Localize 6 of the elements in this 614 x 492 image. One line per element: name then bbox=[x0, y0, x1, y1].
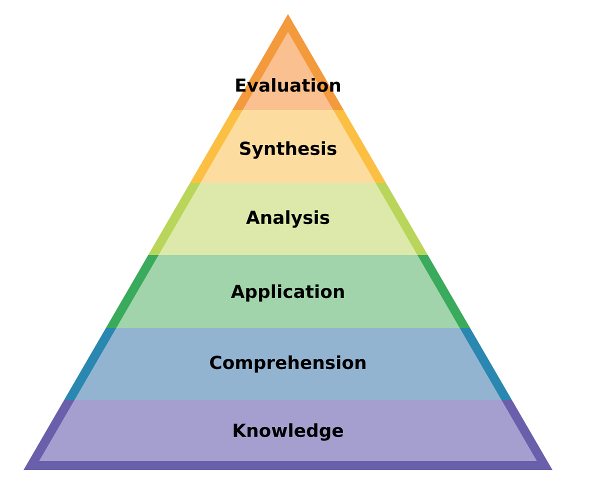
pyramid-band: Evaluation bbox=[232, 14, 344, 110]
pyramid-band: Comprehension bbox=[64, 328, 512, 400]
pyramid-band: Knowledge bbox=[24, 400, 552, 470]
pyramid-band: Application bbox=[106, 255, 470, 328]
pyramid-band: Synthesis bbox=[190, 110, 386, 183]
pyramid-band: Analysis bbox=[148, 183, 428, 255]
